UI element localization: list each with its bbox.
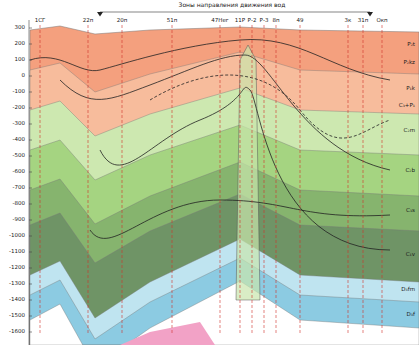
well-name: Р-2 <box>247 18 258 24</box>
axis-line <box>29 20 30 345</box>
stratum-index: P₁k <box>405 86 416 92</box>
stratum-index: C₂m <box>403 128 416 134</box>
axis-tick <box>29 140 32 141</box>
well-line <box>363 25 364 335</box>
axis-tick <box>29 60 32 61</box>
layer-band <box>120 322 215 345</box>
depth-value: -500 <box>12 153 26 159</box>
arrow-head <box>97 12 103 17</box>
axis-tick <box>29 92 32 93</box>
axis-tick <box>29 188 32 189</box>
stratum-index: P₂kz <box>402 60 416 66</box>
depth-value: -900 <box>12 217 26 223</box>
well-line <box>264 25 265 335</box>
arrow-head <box>367 12 373 17</box>
depth-value: -400 <box>12 137 26 143</box>
well-name: 49 <box>296 18 305 24</box>
well-name: 1СГ <box>34 18 47 24</box>
well-name: 22п <box>82 18 95 24</box>
section-title: Зоны направления движения вод <box>178 2 287 8</box>
depth-value: -600 <box>12 169 26 175</box>
well-line <box>172 25 173 335</box>
depth-value: 0 <box>21 73 27 79</box>
stratum-index: C₃+P₁ <box>398 103 416 109</box>
well-line <box>40 25 41 335</box>
stratum-index: D₃f <box>406 312 416 318</box>
stratum-index: P₂t <box>406 42 416 48</box>
well-line <box>348 25 349 335</box>
stratum-index: C₁s <box>405 208 416 214</box>
stratum-index: C₂b <box>404 168 416 174</box>
axis-tick <box>29 124 32 125</box>
well-line <box>240 25 241 335</box>
axis-tick <box>29 268 32 269</box>
axis-tick <box>29 76 32 77</box>
depth-value: 200 <box>14 41 27 47</box>
axis-tick <box>29 220 32 221</box>
stratum-index: D₃fm <box>400 287 416 293</box>
axis-tick <box>29 44 32 45</box>
layer-band <box>30 281 419 345</box>
axis-tick <box>29 204 32 205</box>
depth-value: -800 <box>12 201 26 207</box>
axis-tick <box>29 172 32 173</box>
well-name: Окп <box>375 18 388 24</box>
axis-tick <box>29 300 32 301</box>
well-line <box>382 25 383 335</box>
depth-value: -1200 <box>8 265 26 271</box>
depth-value: -1500 <box>8 313 26 319</box>
well-name: 8п <box>271 18 280 24</box>
well-name: Р-3 <box>259 18 270 24</box>
depth-value: -1000 <box>8 233 26 239</box>
well-name: 51п <box>166 18 179 24</box>
depth-value: -300 <box>12 121 26 127</box>
axis-tick <box>29 156 32 157</box>
depth-value: 100 <box>14 57 27 63</box>
well-name: 20п <box>116 18 129 24</box>
contour-line <box>150 75 390 138</box>
depth-value: -700 <box>12 185 26 191</box>
well-line <box>220 25 221 335</box>
depth-value: -1100 <box>8 249 26 255</box>
direction-arrow <box>100 12 370 13</box>
well-line <box>276 25 277 335</box>
depth-value: -100 <box>12 89 26 95</box>
axis-tick <box>29 108 32 109</box>
diapir-zone <box>236 45 260 300</box>
axis-tick <box>29 284 32 285</box>
well-name: 47Нег <box>210 18 229 24</box>
well-line <box>88 25 89 335</box>
well-name: 31п <box>357 18 370 24</box>
contour-line <box>100 87 390 250</box>
axis-tick <box>29 316 32 317</box>
axis-tick <box>29 236 32 237</box>
depth-value: -1600 <box>8 329 26 335</box>
stratum-index: C₁v <box>405 252 416 258</box>
axis-tick <box>29 28 32 29</box>
axis-tick <box>29 332 32 333</box>
axis-tick <box>29 252 32 253</box>
depth-value: -1300 <box>8 281 26 287</box>
contour-line <box>30 40 390 80</box>
contour-line <box>60 55 390 170</box>
well-name: 11Р <box>234 18 246 24</box>
well-line <box>122 25 123 335</box>
well-line <box>300 25 301 335</box>
depth-value: -1400 <box>8 297 26 303</box>
depth-value: 300 <box>14 25 27 31</box>
well-line <box>252 25 253 335</box>
well-name: 3к <box>344 18 353 24</box>
depth-value: -200 <box>12 105 26 111</box>
